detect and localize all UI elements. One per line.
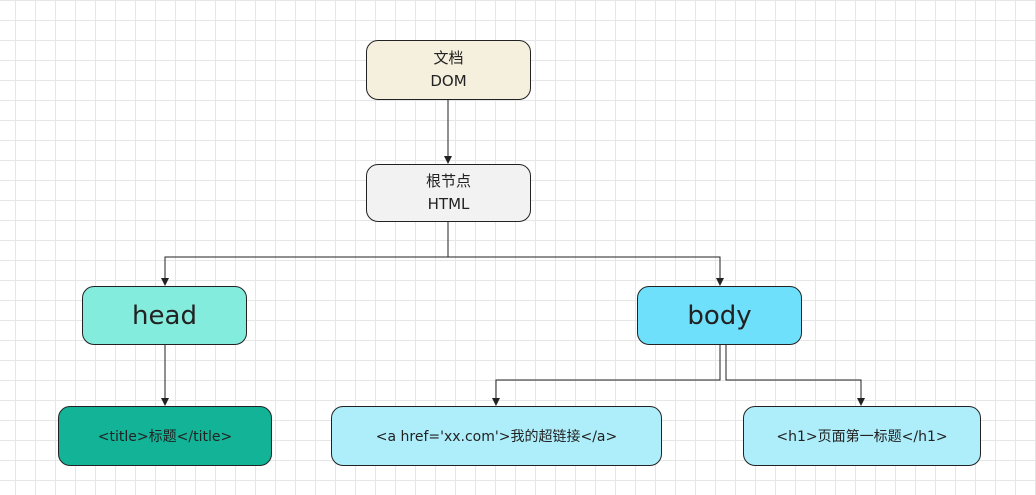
node-head-label: head [132, 300, 197, 331]
node-head: head [82, 286, 247, 345]
node-body: body [637, 286, 802, 345]
node-h1-element: <h1>页面第一标题</h1> [743, 406, 981, 466]
edge-html-head [161, 222, 449, 286]
node-document-line1: 文档 [433, 49, 464, 67]
node-title-element: <title>标题</title> [58, 406, 272, 466]
node-body-label: body [687, 300, 752, 331]
node-html-line2: HTML [427, 195, 470, 213]
node-link-element: <a href='xx.com'>我的超链接</a> [331, 406, 662, 466]
edge-html-body [448, 256, 724, 286]
node-html-line1: 根节点 [425, 172, 471, 190]
node-html-root: 根节点 HTML [366, 164, 531, 222]
node-title-label: <title>标题</title> [97, 429, 233, 445]
edge-body-link [492, 345, 721, 406]
node-h1-label: <h1>页面第一标题</h1> [776, 429, 948, 445]
edge-body-h1 [725, 345, 865, 406]
node-document-line2: DOM [430, 72, 467, 90]
node-link-label: <a href='xx.com'>我的超链接</a> [375, 429, 618, 445]
node-document: 文档 DOM [366, 40, 531, 100]
